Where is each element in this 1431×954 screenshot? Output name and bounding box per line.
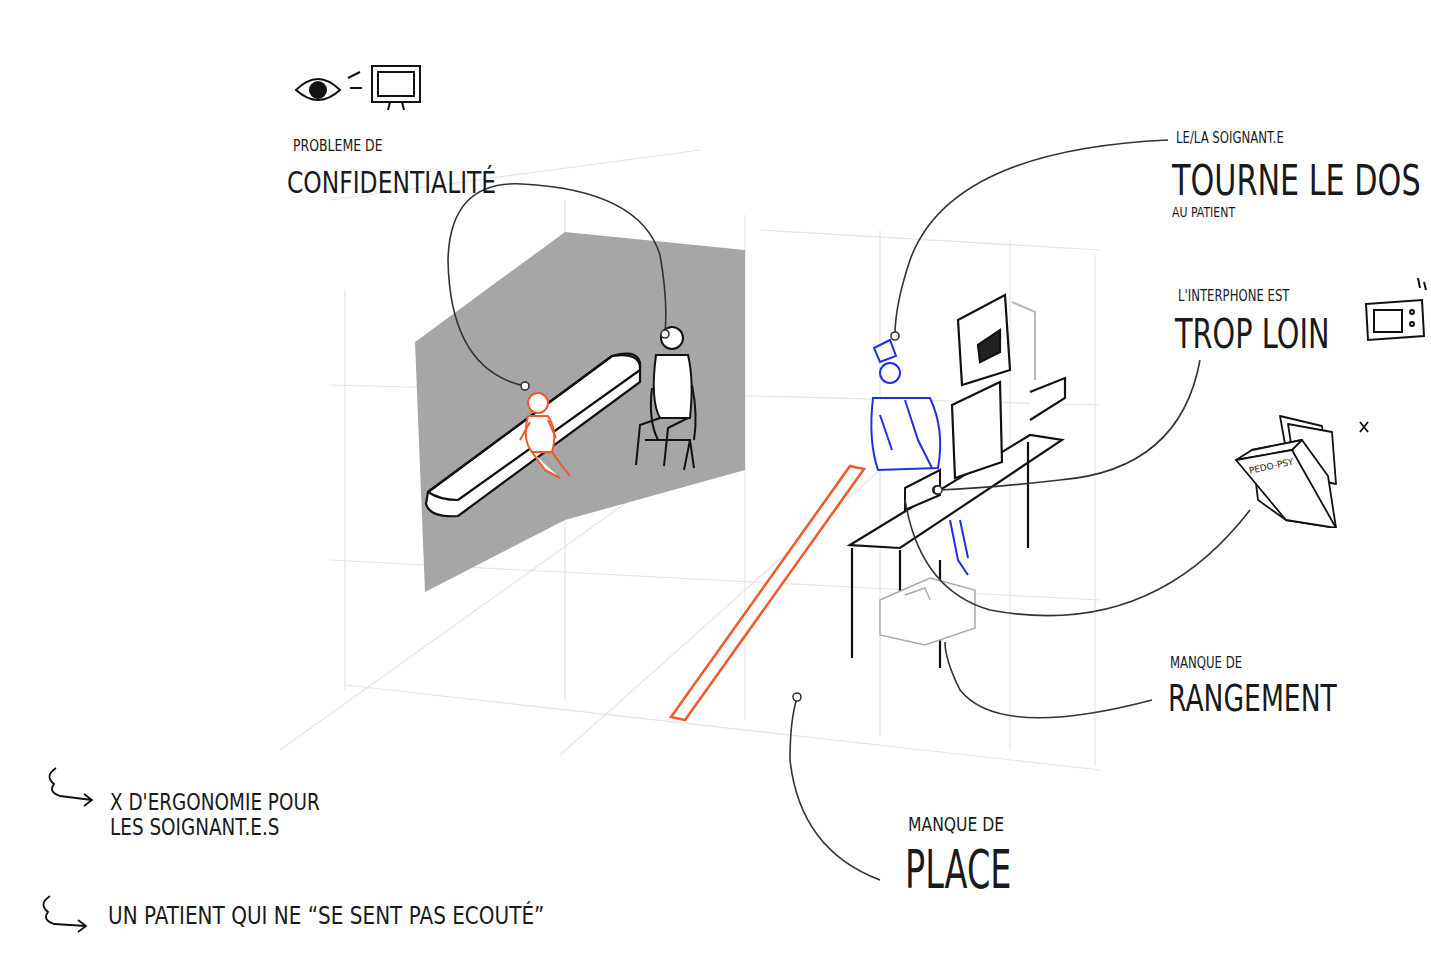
callout-text: LE/LA SOIGNANT.E — [1176, 130, 1284, 147]
leader-lines — [448, 140, 1250, 880]
intercom-icon — [1366, 278, 1426, 340]
callout-text: CONFIDENTIALITÉ — [287, 166, 496, 199]
folder-part — [1236, 450, 1336, 528]
parent-figure — [636, 327, 696, 470]
computer-screens — [952, 295, 1035, 478]
floor-marking — [671, 466, 864, 720]
eye-icon — [296, 72, 362, 100]
callout-text: TOURNE LE DOS — [1172, 158, 1421, 204]
callout-text: TROP LOIN — [1175, 312, 1330, 356]
hook-arrows — [43, 768, 92, 932]
caregiver-figure — [871, 340, 968, 575]
side-wall — [415, 232, 565, 592]
intercom — [905, 470, 941, 510]
exam-table — [426, 354, 640, 517]
perspective-grid — [280, 150, 1100, 770]
callout-text: L'INTERPHONE EST — [1178, 288, 1290, 305]
callout-text: MANQUE DE — [908, 813, 1004, 835]
screen-icon — [372, 66, 420, 110]
callout-text: MANQUE DE — [1170, 655, 1242, 672]
storage-box — [880, 578, 975, 645]
callout-text: AU PATIENT — [1172, 205, 1235, 220]
folder-icon: PEDO-PSY — [1232, 410, 1354, 528]
cross-mark — [1360, 422, 1368, 432]
child-patient — [520, 393, 570, 478]
callout-text: X D'ERGONOMIE POUR LES SOIGNANT.E.S — [110, 790, 342, 841]
desk — [850, 378, 1065, 668]
leader-dots — [521, 330, 942, 701]
callout-text: PROBLEME DE — [293, 137, 383, 155]
callout-text: PLACE — [905, 840, 1011, 899]
callout-text: RANGEMENT — [1168, 678, 1337, 720]
callout-text: UN PATIENT QUI NE “SE SENT PAS ECOUTÉ” — [108, 902, 544, 930]
